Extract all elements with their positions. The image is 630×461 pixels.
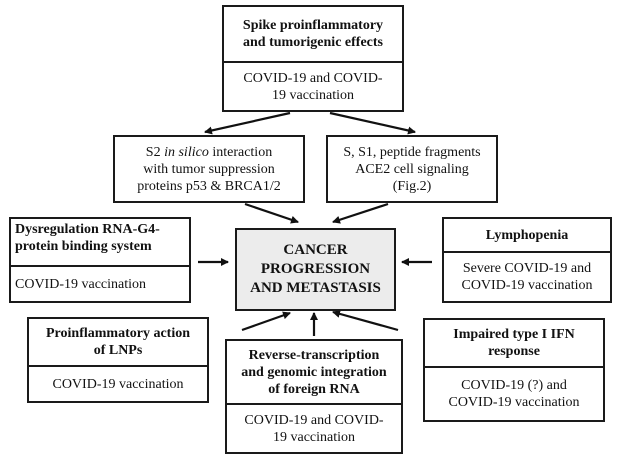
rt-body-line2: 19 vaccination <box>272 429 356 445</box>
rna-body: COVID-19 vaccination <box>15 276 147 292</box>
lnp-box: Proinflammatory action of LNPs COVID-19 … <box>27 317 209 403</box>
center-line1: CANCER <box>283 242 348 258</box>
rna-title-line1: Dysregulation RNA-G4- <box>15 222 160 237</box>
reverse-transcription-title: Reverse-transcription and genomic integr… <box>227 341 401 405</box>
ifn-body-line2: COVID-19 vaccination <box>448 395 580 410</box>
center-line3: AND METASTASIS <box>250 280 381 296</box>
rt-title-line1: Reverse-transcription <box>248 347 380 363</box>
ifn-response-body: COVID-19 (?) and COVID-19 vaccination <box>425 368 603 420</box>
lnp-title-line2: of LNPs <box>93 343 143 358</box>
s2-line1-pre: S2 <box>145 144 165 160</box>
arrow-s2-to-center <box>244 202 299 224</box>
center-line2: PROGRESSION <box>260 261 371 277</box>
spike-title-line1: Spike proinflammatory <box>242 18 384 33</box>
spike-body-line1: COVID-19 and COVID- <box>243 70 383 86</box>
s1-signaling-box: S, S1, peptide fragments ACE2 cell signa… <box>326 135 498 203</box>
ifn-title-line2: response <box>488 344 540 359</box>
arrow-lnp-to-center <box>241 311 291 332</box>
s1-line1: S, S1, peptide fragments <box>343 144 481 160</box>
lymphopenia-title: Lymphopenia <box>444 219 610 253</box>
lympho-body-line2: COVID-19 vaccination <box>461 278 593 293</box>
s1-line3: (Fig.2) <box>392 178 432 194</box>
rt-body-line1: COVID-19 and COVID- <box>244 412 384 428</box>
arrow-ifn-to-center <box>332 310 399 332</box>
arrow-spike-to-s2 <box>204 111 291 135</box>
rna-g4-box: Dysregulation RNA-G4- protein binding sy… <box>9 217 191 303</box>
s2-line1-italic: in silico <box>164 144 209 160</box>
rna-g4-body: COVID-19 vaccination <box>11 267 189 301</box>
lnp-body: COVID-19 vaccination <box>29 367 207 401</box>
s2-line1: S2 in silico interaction <box>146 144 272 161</box>
arrow-s1-to-center <box>332 202 389 224</box>
spike-title-line2: and tumorigenic effects <box>243 35 383 50</box>
lnp-body-text: COVID-19 vaccination <box>52 376 184 392</box>
lympho-body-line1: Severe COVID-19 and <box>462 261 592 276</box>
rt-title-line3: of foreign RNA <box>268 381 360 397</box>
cancer-progression-box: CANCER PROGRESSION AND METASTASIS <box>235 228 396 311</box>
spike-effects-box: Spike proinflammatory and tumorigenic ef… <box>222 5 404 112</box>
ifn-title-line1: Impaired type I IFN <box>453 327 575 342</box>
ifn-response-box: Impaired type I IFN response COVID-19 (?… <box>423 318 605 422</box>
s2-line3: proteins p53 & BRCA1/2 <box>137 178 281 194</box>
lympho-title: Lymphopenia <box>485 227 569 243</box>
s2-line1-post: interaction <box>208 144 273 160</box>
rna-g4-title: Dysregulation RNA-G4- protein binding sy… <box>11 219 189 267</box>
s2-interaction-box: S2 in silico interaction with tumor supp… <box>113 135 305 203</box>
arrow-spike-to-s1 <box>329 111 416 135</box>
lnp-title-line1: Proinflammatory action <box>46 326 190 341</box>
rna-title-line2: protein binding system <box>15 239 152 254</box>
ifn-response-title: Impaired type I IFN response <box>425 320 603 368</box>
lnp-title: Proinflammatory action of LNPs <box>29 319 207 367</box>
spike-effects-body: COVID-19 and COVID- 19 vaccination <box>224 63 402 110</box>
s2-line2: with tumor suppression <box>143 161 275 177</box>
lymphopenia-body: Severe COVID-19 and COVID-19 vaccination <box>444 253 610 301</box>
lymphopenia-box: Lymphopenia Severe COVID-19 and COVID-19… <box>442 217 612 303</box>
spike-body-line2: 19 vaccination <box>271 87 355 103</box>
s1-line2: ACE2 cell signaling <box>355 161 469 177</box>
rt-title-line2: and genomic integration <box>241 364 387 380</box>
ifn-body-line1: COVID-19 (?) and <box>461 378 567 393</box>
reverse-transcription-body: COVID-19 and COVID- 19 vaccination <box>227 405 401 452</box>
spike-effects-title: Spike proinflammatory and tumorigenic ef… <box>224 7 402 63</box>
reverse-transcription-box: Reverse-transcription and genomic integr… <box>225 339 403 454</box>
